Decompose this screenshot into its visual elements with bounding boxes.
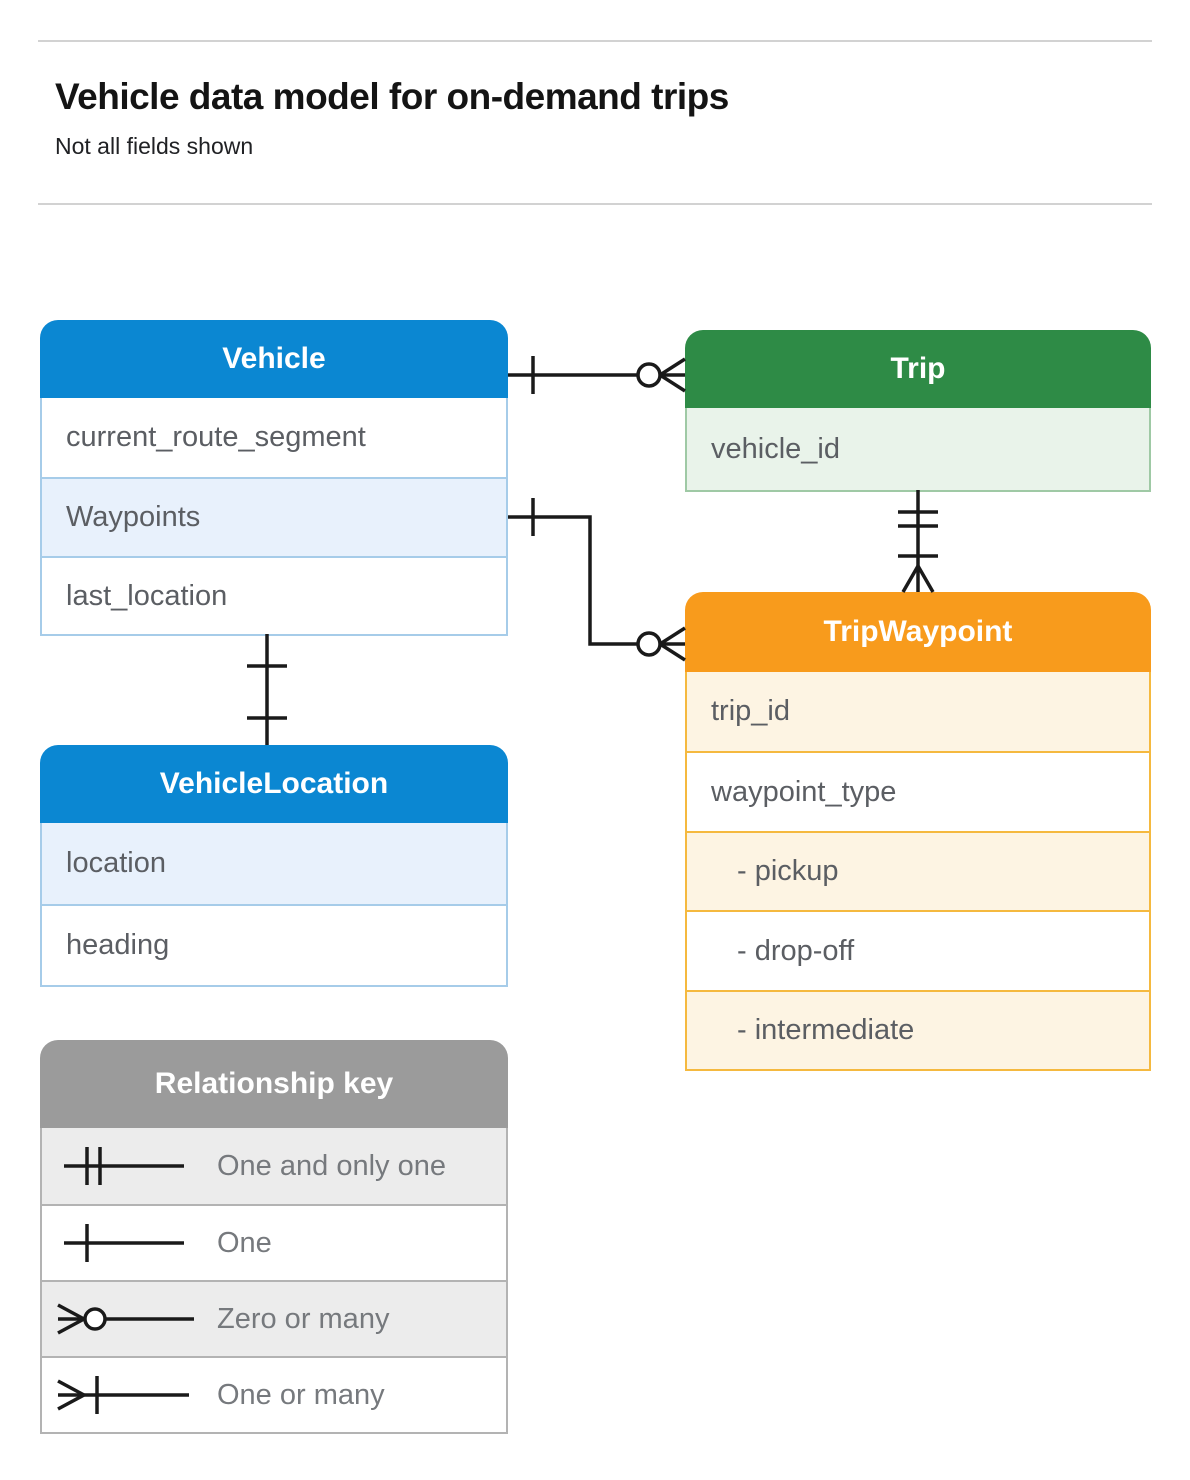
field-label: heading xyxy=(66,929,170,961)
entity-tripwaypoint: TripWaypoint trip_id waypoint_type - pic… xyxy=(685,592,1151,1071)
field-vehicle-id: vehicle_id xyxy=(687,408,1149,490)
connector-trip-tripwaypoint xyxy=(898,490,938,593)
header-divider xyxy=(38,203,1152,205)
entity-trip-header: Trip xyxy=(685,330,1151,408)
relationship-key: Relationship key One and only one xyxy=(40,1040,508,1434)
entity-tripwaypoint-header: TripWaypoint xyxy=(685,592,1151,672)
connector-waypoints-tripwaypoint xyxy=(508,498,686,662)
key-item-one-or-many: One or many xyxy=(42,1356,506,1432)
one-or-many-icon xyxy=(57,1376,189,1414)
field-label: - intermediate xyxy=(737,1014,915,1046)
field-label: trip_id xyxy=(711,695,790,727)
field-last-location: last_location xyxy=(42,556,506,634)
entity-vehicle-body: current_route_segment Waypoints last_loc… xyxy=(40,398,508,636)
field-trip-id: trip_id xyxy=(687,672,1149,751)
field-label: current_route_segment xyxy=(66,421,366,453)
entity-vehicle-header: Vehicle xyxy=(40,320,508,398)
entity-trip: Trip vehicle_id xyxy=(685,330,1151,492)
one-icon xyxy=(64,1224,184,1262)
field-label: location xyxy=(66,847,166,879)
field-label: - drop-off xyxy=(737,934,855,967)
entity-vehicle: Vehicle current_route_segment Waypoints … xyxy=(40,320,508,636)
entity-tripwaypoint-title: TripWaypoint xyxy=(823,615,1013,648)
entity-tripwaypoint-body: trip_id waypoint_type - pickup - drop-of… xyxy=(685,672,1151,1071)
connector-vehicle-trip xyxy=(508,356,686,394)
top-divider xyxy=(38,40,1152,42)
key-label: One or many xyxy=(217,1378,385,1411)
key-label: One and only one xyxy=(217,1149,446,1182)
entity-vehiclelocation: VehicleLocation location heading xyxy=(40,745,508,987)
field-drop-off: - drop-off xyxy=(687,910,1149,990)
field-label: last_location xyxy=(66,579,228,612)
entity-trip-title: Trip xyxy=(890,352,946,385)
field-waypoint-type: waypoint_type xyxy=(687,751,1149,831)
field-current-route-segment: current_route_segment xyxy=(42,398,506,477)
entity-vehiclelocation-header: VehicleLocation xyxy=(40,745,508,823)
entity-vehiclelocation-title: VehicleLocation xyxy=(159,767,389,800)
relationship-key-header: Relationship key xyxy=(40,1040,508,1128)
entity-vehiclelocation-body: location heading xyxy=(40,823,508,987)
field-label: Waypoints xyxy=(66,501,201,533)
one-and-only-one-icon xyxy=(64,1147,184,1185)
relationship-key-body: One and only one One xyxy=(40,1128,508,1434)
field-waypoints: Waypoints xyxy=(42,477,506,556)
field-pickup: - pickup xyxy=(687,831,1149,910)
field-heading: heading xyxy=(42,904,506,985)
key-label: Zero or many xyxy=(217,1302,390,1335)
key-label: One xyxy=(217,1226,272,1259)
field-intermediate: - intermediate xyxy=(687,990,1149,1069)
field-location: location xyxy=(42,823,506,904)
entity-trip-body: vehicle_id xyxy=(685,408,1151,492)
field-label: waypoint_type xyxy=(711,775,897,808)
field-label: vehicle_id xyxy=(711,432,840,465)
zero-or-many-icon xyxy=(57,1303,194,1335)
key-item-zero-or-many: Zero or many xyxy=(42,1280,506,1356)
key-item-one: One xyxy=(42,1204,506,1280)
connector-vehicle-vehiclelocation xyxy=(247,634,287,745)
page-subtitle: Not all fields shown xyxy=(55,133,254,159)
page-title: Vehicle data model for on-demand trips xyxy=(55,76,729,117)
field-label: - pickup xyxy=(737,855,839,887)
entity-vehicle-title: Vehicle xyxy=(222,342,326,375)
key-item-one-and-only-one: One and only one xyxy=(42,1128,506,1204)
relationship-key-title: Relationship key xyxy=(154,1067,394,1100)
